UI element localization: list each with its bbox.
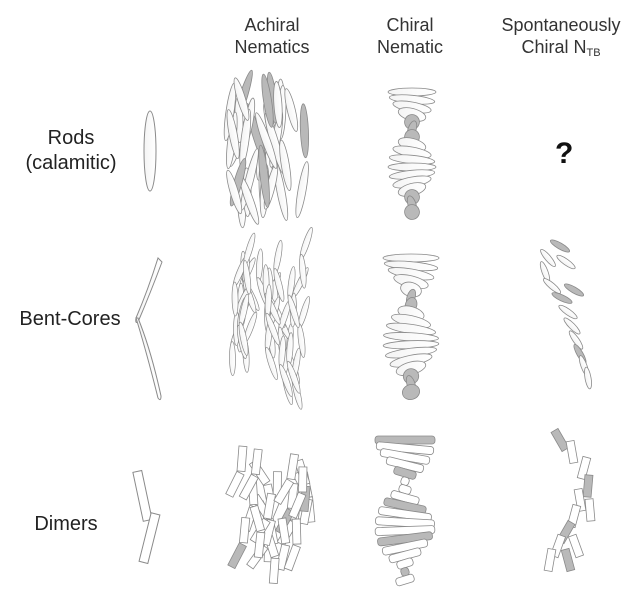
chiral-bent-helix xyxy=(383,254,439,402)
helix-mesogen xyxy=(403,203,422,222)
helix-mesogen xyxy=(383,254,439,262)
ntb-cylinder xyxy=(583,475,593,498)
ntb-mesogen xyxy=(563,282,585,298)
achiral-bent-ensemble xyxy=(223,226,315,411)
ntb-cylinder xyxy=(585,499,595,522)
ntb-cylinder xyxy=(551,428,569,451)
ntb-bent-twist-bend xyxy=(538,238,592,389)
dimer-half xyxy=(228,543,247,569)
dimer-half xyxy=(299,467,307,492)
ntb-mesogen xyxy=(549,238,571,254)
ntb-cylinder xyxy=(561,548,574,571)
ntb-mesogen xyxy=(555,253,576,271)
dimer-half xyxy=(292,519,301,544)
achiral-rods-ensemble xyxy=(222,69,311,228)
ntb-mesogen xyxy=(583,367,593,390)
rod-molecule xyxy=(144,111,156,191)
helix-mesogen xyxy=(400,382,421,401)
bent-core xyxy=(294,226,314,290)
helix-cylinder xyxy=(395,573,415,586)
dimer-half xyxy=(237,446,247,472)
ntb-cylinder xyxy=(544,548,556,571)
bent-arm xyxy=(255,249,263,283)
dimer-half xyxy=(269,558,279,584)
ntb-dimers-twist-bend xyxy=(544,428,595,571)
ntb-mesogen xyxy=(557,303,578,321)
rod xyxy=(299,104,309,158)
dimer-molecule xyxy=(133,471,160,564)
chiral-dimers-helix xyxy=(375,436,435,587)
bent-arm xyxy=(229,342,235,376)
rod xyxy=(293,161,311,218)
dimer-half xyxy=(239,517,249,543)
achiral-dimers-ensemble xyxy=(225,444,320,584)
ntb-mesogen xyxy=(542,277,563,296)
ntb-mesogen xyxy=(551,291,573,306)
chiral-rods-helix xyxy=(388,88,436,221)
bent-core-molecule xyxy=(136,258,162,400)
ntb-cylinder xyxy=(566,440,578,463)
bent-arm xyxy=(232,282,239,316)
